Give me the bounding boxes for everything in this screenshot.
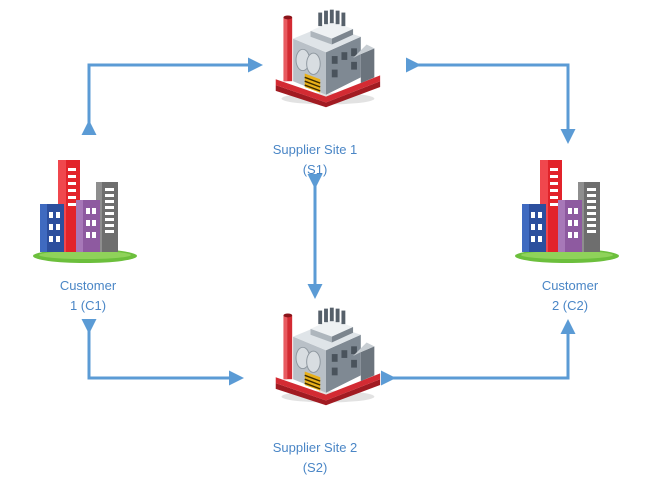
customer-2-name: Customer <box>541 278 599 293</box>
supplier-site-2-code: (S2) <box>302 460 328 475</box>
supplier-site-2-name: Supplier Site 2 <box>272 440 358 455</box>
supplier-site-1-name: Supplier Site 1 <box>272 142 358 157</box>
arrow-c1-s2 <box>81 319 244 386</box>
arrow-s2-c2 <box>381 319 576 386</box>
supplier-site-2-label: Supplier Site 2 (S2) <box>245 438 385 478</box>
customer-1-code: 1 (C1) <box>69 298 107 313</box>
factory-icon <box>274 8 381 108</box>
customer-1-name: Customer <box>59 278 117 293</box>
connectors <box>81 57 576 386</box>
customer-2-code: 2 (C2) <box>551 298 589 313</box>
customer-2-label: Customer 2 (C2) <box>500 276 640 316</box>
city-buildings-icon <box>515 160 619 263</box>
customer-1-label: Customer 1 (C1) <box>18 276 158 316</box>
arrow-c1-s1 <box>81 57 263 135</box>
factory-icon <box>274 306 381 406</box>
city-buildings-icon <box>33 160 137 263</box>
supplier-site-1-label: Supplier Site 1 (S1) <box>245 140 385 180</box>
supplier-site-1-code: (S1) <box>302 162 328 177</box>
arrow-s1-c2 <box>406 57 576 144</box>
